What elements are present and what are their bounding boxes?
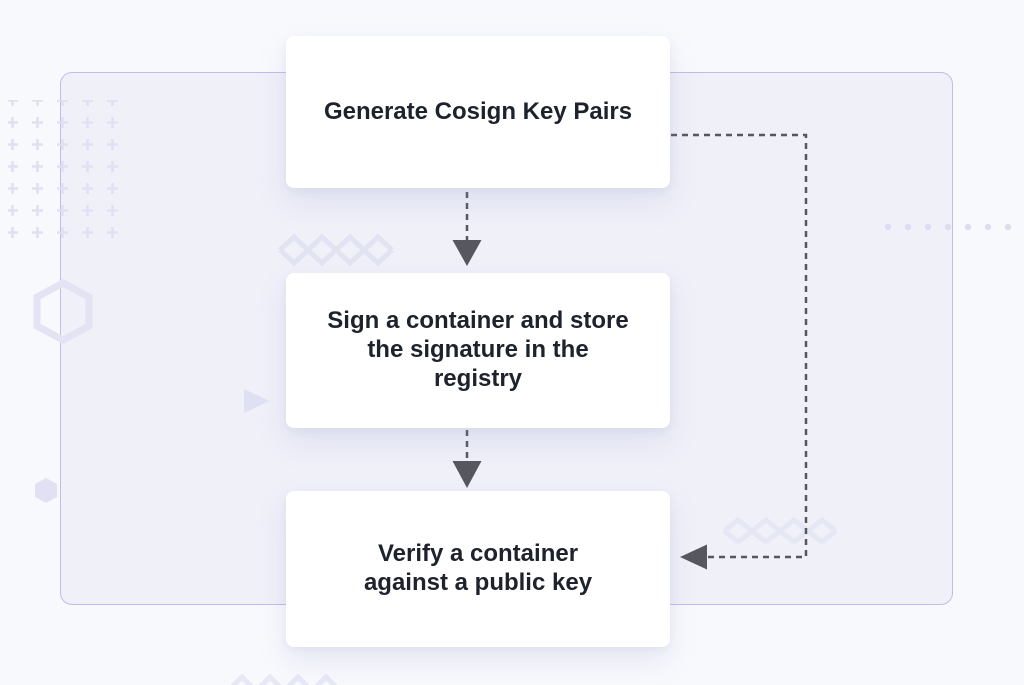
node-label: Sign a container and store the signature…	[327, 307, 629, 392]
flow-node-generate-keys: Generate Cosign Key Pairs	[286, 36, 670, 188]
flow-node-verify-container: Verify a container against a public key	[286, 491, 670, 647]
small-hexagon-decoration	[35, 478, 57, 503]
node-label: Verify a container against a public key	[363, 540, 593, 596]
diamond-chain-decoration-bottom	[230, 673, 338, 685]
flow-node-sign-container: Sign a container and store the signature…	[286, 273, 670, 428]
node-label: Generate Cosign Key Pairs	[323, 97, 633, 125]
